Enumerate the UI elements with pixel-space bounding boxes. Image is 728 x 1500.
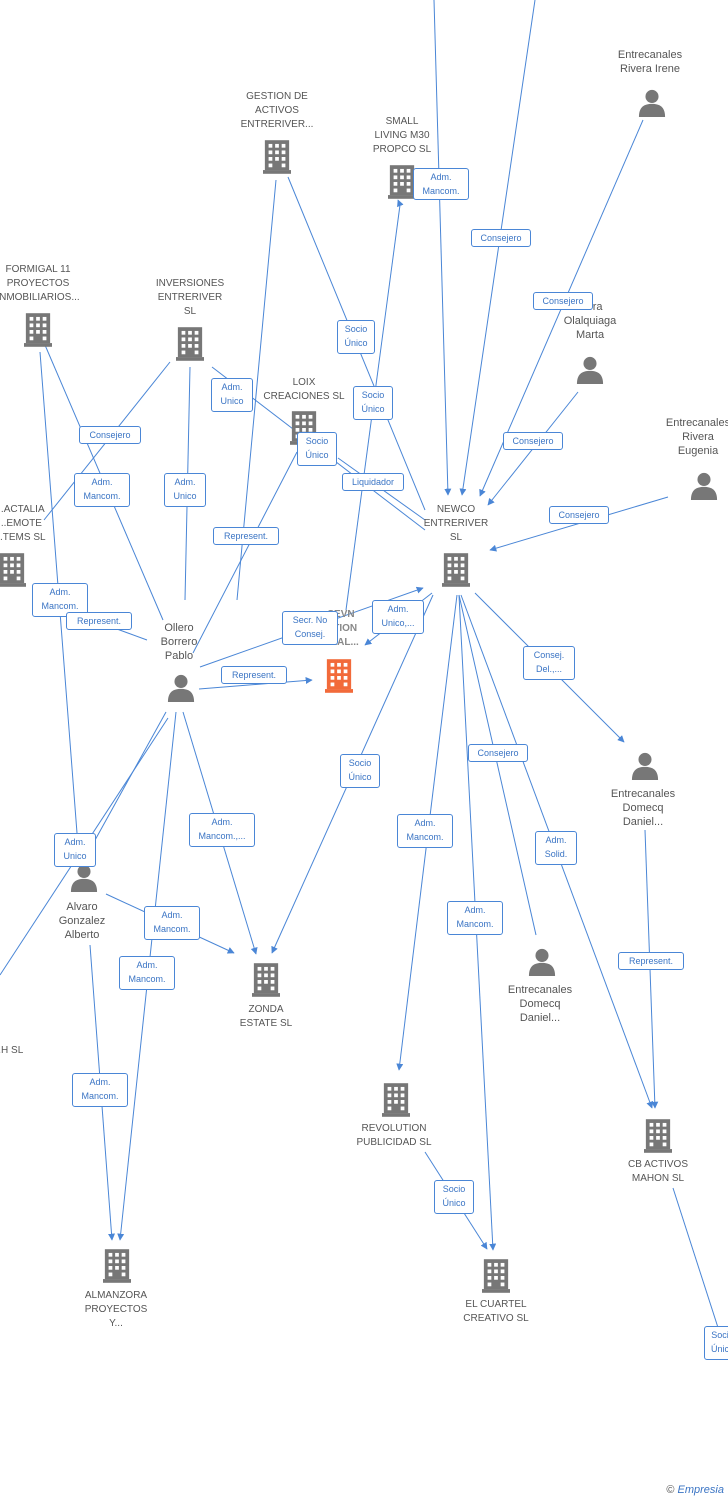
relation-label[interactable]: Socio Único [337,320,375,354]
relation-label[interactable]: Socio Único [297,432,337,466]
relation-label[interactable]: Consejero [79,426,141,444]
relation-label[interactable]: Adm. Mancom. [72,1073,128,1107]
relation-label[interactable]: Adm. Mancom. [119,956,175,990]
person-label-ollero[interactable]: Ollero Borrero Pablo [160,622,198,662]
relation-label[interactable]: Soci Únic [704,1326,728,1360]
relation-label[interactable]: Consejero [471,229,531,247]
building-icon[interactable] [24,313,52,347]
company-label-hsl[interactable]: ...H SL [0,1045,24,1056]
edge-line [192,451,298,654]
person-icon[interactable] [576,356,604,384]
relation-label[interactable]: Adm. Unico,... [372,600,424,634]
building-icon[interactable] [325,659,353,693]
relation-label[interactable]: Secr. No Consej. [282,611,338,645]
company-label-small[interactable]: SMALL LIVING M30 PROPCO SL [372,116,432,155]
relation-label[interactable]: Consejero [503,432,563,450]
relation-label[interactable]: Adm. Unico [54,833,96,867]
relation-label[interactable]: Represent. [618,952,684,970]
relation-label[interactable]: Adm. Mancom. [413,168,469,200]
relation-label[interactable]: Liquidador [342,473,404,491]
building-icon[interactable] [103,1249,131,1283]
relation-label[interactable]: Adm. Unico [211,378,253,412]
company-label-revolution[interactable]: REVOLUTION PUBLICIDAD SL [356,1123,432,1148]
person-icon[interactable] [167,674,195,702]
edge-line [433,0,452,496]
person-icon[interactable] [690,472,718,500]
relation-label[interactable]: Adm. Mancom. [144,906,200,940]
building-icon[interactable] [0,553,26,587]
relation-label[interactable]: Adm. Solid. [535,831,577,865]
edge-line [198,677,313,690]
relation-label[interactable]: Adm. Mancom.,... [189,813,255,847]
relation-label[interactable]: Represent. [213,527,279,545]
relation-label[interactable]: Consej. Del.,... [523,646,575,680]
relation-label[interactable]: Adm. Mancom. [32,583,88,617]
relation-label[interactable]: Represent. [221,666,287,684]
brand-logo: Empresia [677,1484,724,1496]
company-label-actalia[interactable]: ...ACTALIA ...EMOTE ...TEMS SL [0,504,46,543]
relation-label[interactable]: Consejero [549,506,609,524]
edge-line [672,1187,723,1341]
relation-label[interactable]: Socio Único [340,754,380,788]
building-icon[interactable] [176,327,204,361]
person-label-domecq2[interactable]: Entrecanales Domecq Daniel... [507,984,573,1024]
relation-label[interactable]: Adm. Mancom. [397,814,453,848]
company-label-formigal[interactable]: FORMIGAL 11 PROYECTOS INMOBILIARIOS... [0,264,80,303]
relation-label[interactable]: Consejero [533,292,593,310]
building-icon[interactable] [252,963,280,997]
watermark: ©Empresia [666,1484,724,1496]
edge-line [458,594,537,936]
relation-label[interactable]: Represent. [66,612,132,630]
person-label-irene[interactable]: Entrecanales Rivera Irene [617,49,683,75]
person-icon[interactable] [528,948,556,976]
person-label-domecq1[interactable]: Entrecanales Domecq Daniel... [610,788,676,828]
building-icon[interactable] [644,1119,672,1153]
person-icon[interactable] [70,864,98,892]
building-icon[interactable] [482,1259,510,1293]
company-label-loix[interactable]: LOIX CREACIONES SL [263,377,345,402]
person-icon[interactable] [638,89,666,117]
company-label-almanzora[interactable]: ALMANZORA PROYECTOS Y... [84,1290,148,1329]
relation-label[interactable]: Adm. Mancom. [447,901,503,935]
building-icon[interactable] [388,165,416,199]
person-label-eugenia[interactable]: Entrecanales Rivera Eugenia [665,417,728,457]
relation-label[interactable]: Adm. Mancom. [74,473,130,507]
building-icon[interactable] [263,140,291,174]
edge-line [459,0,536,496]
person-label-alvaro[interactable]: Alvaro Gonzalez Alberto [58,901,106,941]
edge-line [397,199,404,208]
company-label-newco[interactable]: NEWCO ENTRERIVER SL [423,504,489,543]
edge-line [83,711,167,861]
relation-label[interactable]: Socio Único [434,1180,474,1214]
relation-label[interactable]: Socio Único [353,386,393,420]
relation-label[interactable]: Consejero [468,744,528,762]
company-label-zonda[interactable]: ZONDA ESTATE SL [239,1004,293,1029]
company-label-gestion[interactable]: GESTION DE ACTIVOS ENTRERIVER... [240,91,314,130]
person-icon[interactable] [631,752,659,780]
company-label-sevn[interactable]: SEVN ...TION REAL... [323,609,359,648]
relation-label[interactable]: Adm. Unico [164,473,206,507]
building-icon[interactable] [382,1083,410,1117]
company-label-elcuartel[interactable]: EL CUARTEL CREATIVO SL [463,1299,529,1324]
building-icon[interactable] [442,553,470,587]
company-label-cbactivos[interactable]: CB ACTIVOS MAHON SL [627,1159,688,1184]
company-label-inversiones[interactable]: INVERSIONES ENTRERIVER SL [155,278,225,317]
copyright-symbol: © [666,1484,675,1496]
